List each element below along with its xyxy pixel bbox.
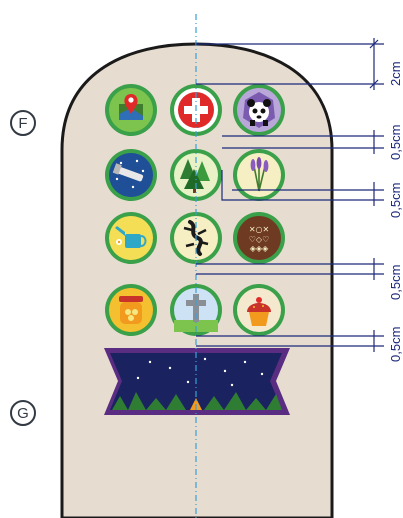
badge-cupcake	[233, 284, 285, 336]
dimension-label-gap3: 0,5cm	[388, 264, 403, 300]
marker-f: F	[10, 110, 36, 136]
dimension-label-gap2: 0,5cm	[388, 182, 403, 218]
badge-watering-can	[105, 212, 157, 264]
badge-telescope	[105, 149, 157, 201]
badge-map-pin	[105, 84, 157, 136]
night-camp-banner	[104, 348, 290, 415]
svg-text:✕○✕: ✕○✕	[249, 225, 269, 234]
svg-text:◈◈◈: ◈◈◈	[250, 244, 269, 253]
marker-g: G	[10, 400, 36, 426]
badge-honey-jar	[105, 284, 157, 336]
badge-panda	[233, 84, 285, 136]
dimension-label-gap1: 0,5cm	[388, 124, 403, 160]
badge-lavender	[233, 149, 285, 201]
svg-text:♡◇♡: ♡◇♡	[249, 235, 270, 244]
dimension-lines	[196, 38, 384, 352]
badge-embroidery: ✕○✕ ♡◇♡ ◈◈◈	[233, 212, 285, 264]
dimension-label-top: 2cm	[388, 61, 403, 86]
dimension-label-gap4: 0,5cm	[388, 326, 403, 362]
